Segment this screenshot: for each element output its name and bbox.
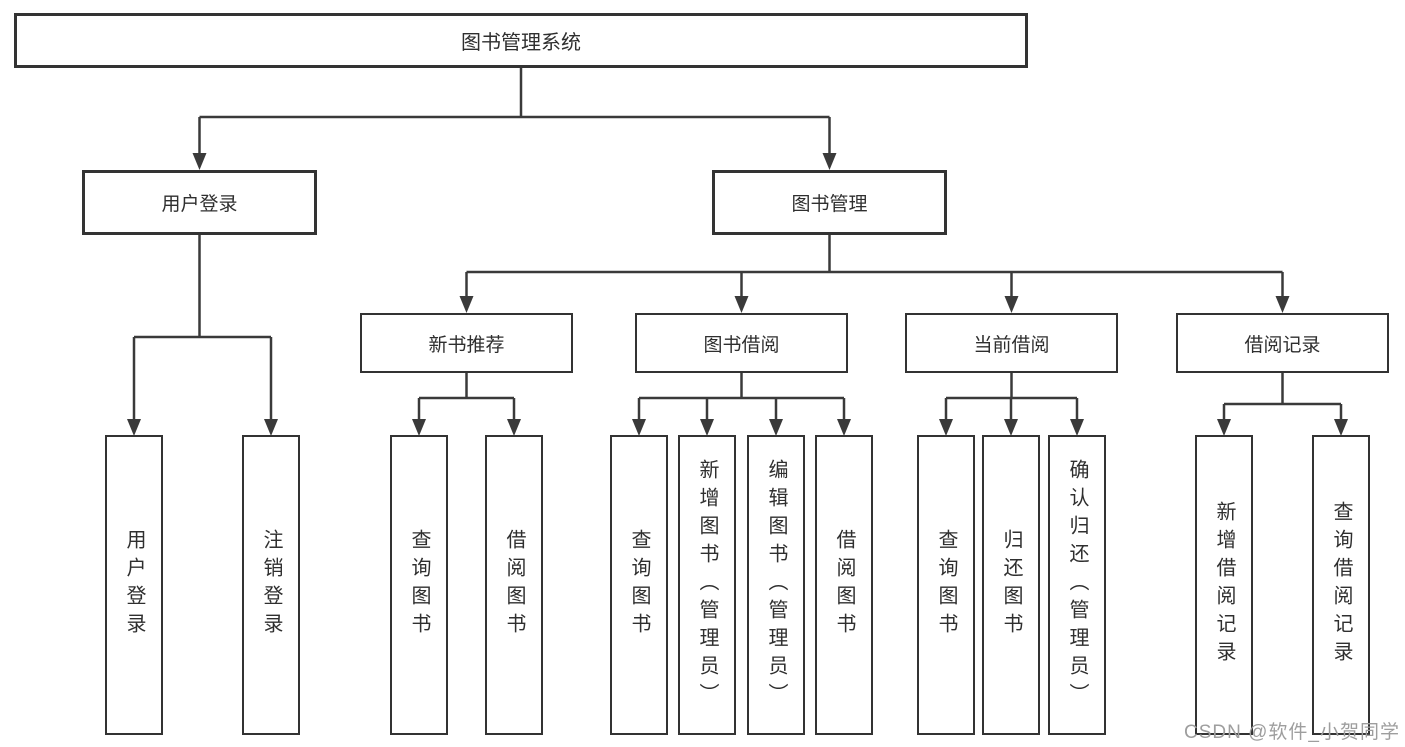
csdn-watermark: CSDN @软件_小贺同学 xyxy=(1184,722,1400,743)
node-book-management: 图书管理 xyxy=(712,170,947,235)
node-leaf-edit-books-admin: 编辑图书（管理员） xyxy=(747,435,805,735)
node-user-login-group: 用户登录 xyxy=(82,170,317,235)
node-book-borrowing: 图书借阅 xyxy=(635,313,848,373)
leaf-label: 查询图书 xyxy=(935,529,957,641)
node-leaf-borrow-books-2: 借阅图书 xyxy=(815,435,873,735)
leaf-label: 归还图书 xyxy=(1000,529,1022,641)
node-leaf-query-books-2: 查询图书 xyxy=(610,435,668,735)
leaf-label: 新增借阅记录 xyxy=(1213,501,1235,669)
node-leaf-query-books-3: 查询图书 xyxy=(917,435,975,735)
leaf-label: 查询借阅记录 xyxy=(1330,501,1352,669)
leaf-label: 借阅图书 xyxy=(503,529,525,641)
node-leaf-query-borrow-record: 查询借阅记录 xyxy=(1312,435,1370,735)
leaf-label: 查询图书 xyxy=(408,529,430,641)
leaf-label: 编辑图书（管理员） xyxy=(765,459,787,711)
node-current-borrowing: 当前借阅 xyxy=(905,313,1118,373)
node-leaf-add-books-admin: 新增图书（管理员） xyxy=(678,435,736,735)
leaf-label: 用户登录 xyxy=(123,529,145,641)
leaf-label: 新增图书（管理员） xyxy=(696,459,718,711)
node-leaf-confirm-return-admin: 确认归还（管理员） xyxy=(1048,435,1106,735)
node-leaf-return-books: 归还图书 xyxy=(982,435,1040,735)
leaf-label: 确认归还（管理员） xyxy=(1066,459,1088,711)
node-leaf-add-borrow-record: 新增借阅记录 xyxy=(1195,435,1253,735)
leaf-label: 借阅图书 xyxy=(833,529,855,641)
node-leaf-logout: 注销登录 xyxy=(242,435,300,735)
node-leaf-borrow-books-1: 借阅图书 xyxy=(485,435,543,735)
leaf-label: 查询图书 xyxy=(628,529,650,641)
node-borrowing-records: 借阅记录 xyxy=(1176,313,1389,373)
node-leaf-user-login: 用户登录 xyxy=(105,435,163,735)
node-library-management-system: 图书管理系统 xyxy=(14,13,1028,68)
node-leaf-query-books-1: 查询图书 xyxy=(390,435,448,735)
node-new-book-recommendation: 新书推荐 xyxy=(360,313,573,373)
leaf-label: 注销登录 xyxy=(260,529,282,641)
